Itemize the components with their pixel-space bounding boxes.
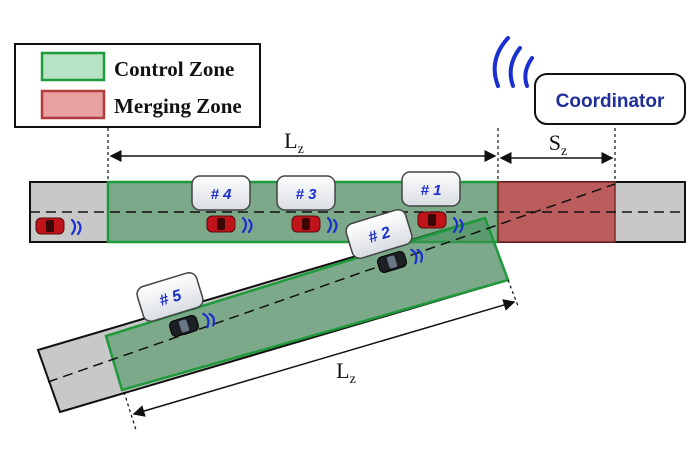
signal-wave-icon <box>452 216 464 234</box>
car-windshield <box>46 220 54 232</box>
dimension-main-lz: Lz <box>107 128 499 180</box>
signal-wave-icon <box>508 46 522 88</box>
car-windshield <box>217 218 225 230</box>
dim-ext-line <box>123 391 137 431</box>
coordinator-label: Coordinator <box>556 91 665 112</box>
legend-swatch-control-zone <box>40 51 106 82</box>
vehicle-id-label: # 5 <box>157 287 184 310</box>
legend-swatch-merging-zone <box>40 89 106 120</box>
vehicle-id-bubble <box>191 175 251 211</box>
vehicle-car-unlabeled <box>35 217 82 236</box>
vehicle-id-bubble <box>136 271 204 323</box>
vehicle-id-bubble <box>276 175 336 211</box>
dim-label-ramp-lz: Lz <box>336 358 356 387</box>
signal-wave-icon <box>202 312 216 329</box>
signal-wave-icon <box>326 216 338 234</box>
legend: Control Zone Merging Zone <box>14 43 261 128</box>
car-windshield <box>178 319 190 333</box>
vehicle-5: # 5 <box>136 271 216 338</box>
vehicle-3: # 3 <box>276 175 338 234</box>
dim-label-main-lz: Lz <box>284 128 304 157</box>
vehicle-id-label: # 3 <box>296 186 318 203</box>
signal-wave-icon <box>410 248 424 265</box>
dimension-merge-sz: Sz <box>499 128 616 180</box>
vehicle-id-bubble <box>401 171 461 207</box>
vehicle-4: # 4 <box>191 175 253 234</box>
car-windshield <box>386 255 398 269</box>
signal-wave-icon <box>492 36 510 88</box>
signal-wave-icon <box>241 216 253 234</box>
vehicle-id-bubble <box>345 208 413 260</box>
car-windshield <box>302 218 310 230</box>
vehicle-id-label: # 2 <box>366 224 392 247</box>
dimension-ramp-lz: Lz <box>123 279 519 431</box>
dim-ext-line <box>507 279 519 307</box>
signal-wave-icon <box>70 218 82 236</box>
dim-arrow <box>132 299 516 417</box>
vehicle-id-label: # 1 <box>421 182 442 199</box>
legend-label-control-zone: Control Zone <box>114 57 234 81</box>
vehicle-1: # 1 <box>401 171 464 234</box>
car-windshield <box>428 214 436 226</box>
coordinator-box <box>534 73 686 125</box>
signal-wave-icon <box>523 56 534 88</box>
vehicle-2: # 2 <box>345 208 424 274</box>
legend-label-merging-zone: Merging Zone <box>114 94 242 118</box>
coordinator: Coordinator <box>492 36 686 125</box>
vehicle-id-label: # 4 <box>211 186 233 203</box>
dim-label-sz: Sz <box>549 130 567 159</box>
